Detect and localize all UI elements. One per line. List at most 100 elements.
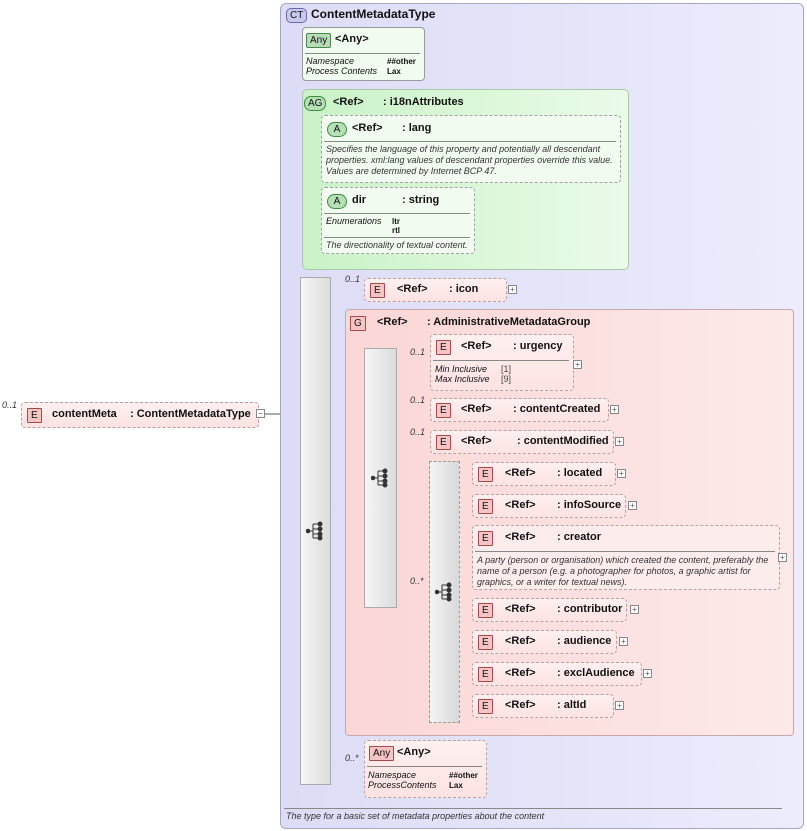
- info-source-element-box[interactable]: E <Ref> : infoSource: [472, 494, 626, 518]
- creator-separator: [475, 551, 775, 552]
- dir-type: : string: [402, 194, 440, 206]
- any-namespace-value: ##other: [387, 57, 416, 66]
- located-ref: <Ref>: [505, 467, 536, 479]
- content-created-element-box[interactable]: E <Ref> : contentCreated: [430, 398, 609, 422]
- attribute-badge: A: [327, 122, 347, 137]
- info-source-ref: <Ref>: [505, 499, 536, 511]
- located-name: : located: [557, 467, 603, 479]
- any2-separator: [367, 766, 482, 767]
- alt-id-element-box[interactable]: E <Ref> : altId: [472, 694, 614, 718]
- any-wildcard-box[interactable]: Any <Any> Namespace ##other Process Cont…: [302, 27, 425, 81]
- urgency-element-box[interactable]: E <Ref> : urgency Min Inclusive [1] Max …: [430, 334, 574, 391]
- lang-name: : lang: [402, 122, 432, 134]
- content-modified-cardinality: 0..1: [410, 427, 426, 437]
- expand-icon[interactable]: +: [628, 501, 637, 510]
- any2-cardinality: 0..*: [345, 753, 359, 763]
- content-created-ref: <Ref>: [461, 403, 492, 415]
- dir-enum-rtl: rtl: [392, 226, 400, 235]
- element-badge: E: [478, 699, 493, 714]
- element-badge: E: [370, 283, 385, 298]
- any2-wildcard-box[interactable]: Any <Any> Namespace ##other ProcessConte…: [364, 740, 487, 798]
- sequence-icon: [371, 468, 388, 488]
- lang-ref: <Ref>: [352, 122, 383, 134]
- icon-element-box[interactable]: E <Ref> : icon: [364, 278, 507, 302]
- expand-icon[interactable]: +: [630, 605, 639, 614]
- content-modified-element-box[interactable]: E <Ref> : contentModified: [430, 430, 614, 454]
- dir-documentation: The directionality of textual content.: [326, 240, 468, 250]
- alt-id-ref: <Ref>: [505, 699, 536, 711]
- contributor-ref: <Ref>: [505, 603, 536, 615]
- any-separator: [305, 53, 420, 54]
- located-element-box[interactable]: E <Ref> : located: [472, 462, 616, 486]
- alt-id-name: : altId: [557, 699, 587, 711]
- lang-documentation: Specifies the language of this property …: [326, 144, 613, 176]
- expand-icon[interactable]: +: [643, 669, 652, 678]
- complex-type-description: The type for a basic set of metadata pro…: [286, 811, 545, 821]
- expand-icon[interactable]: +: [508, 285, 517, 294]
- excl-audience-element-box[interactable]: E <Ref> : exclAudience: [472, 662, 642, 686]
- attribute-group-ref: <Ref>: [333, 96, 364, 108]
- group-ref: <Ref>: [377, 316, 408, 328]
- group-badge: G: [350, 316, 366, 331]
- content-modified-ref: <Ref>: [461, 435, 492, 447]
- sequence-compositor[interactable]: [300, 277, 331, 785]
- any-namespace-key: Namespace: [306, 56, 355, 66]
- urgency-min-value: [1]: [501, 364, 512, 374]
- element-badge: E: [436, 340, 451, 355]
- expand-icon[interactable]: +: [615, 437, 624, 446]
- creator-element-box[interactable]: E <Ref> : creator A party (person or org…: [472, 525, 780, 590]
- expand-icon[interactable]: +: [617, 469, 626, 478]
- expand-icon[interactable]: +: [619, 637, 628, 646]
- audience-ref: <Ref>: [505, 635, 536, 647]
- expand-icon[interactable]: +: [778, 553, 787, 562]
- root-cardinality: 0..1: [2, 400, 18, 410]
- any2-namespace-value: ##other: [449, 771, 478, 780]
- expand-icon[interactable]: +: [573, 360, 582, 369]
- content-created-name: : contentCreated: [513, 403, 601, 415]
- element-badge: E: [27, 408, 42, 423]
- complex-type-title: ContentMetadataType: [311, 7, 436, 21]
- element-badge: E: [436, 435, 451, 450]
- any-badge: Any: [369, 746, 395, 761]
- choice-compositor[interactable]: [429, 461, 460, 723]
- complex-type-badge: CT: [286, 8, 308, 23]
- lang-attribute-box[interactable]: A <Ref> : lang Specifies the language of…: [321, 115, 621, 183]
- audience-name: : audience: [557, 635, 612, 647]
- contributor-element-box[interactable]: E <Ref> : contributor: [472, 598, 627, 622]
- urgency-ref: <Ref>: [461, 340, 492, 352]
- attribute-group-name: : i18nAttributes: [383, 96, 464, 108]
- urgency-max-value: [9]: [501, 374, 512, 384]
- attribute-badge: A: [327, 194, 347, 209]
- urgency-min-key: Min Inclusive: [435, 364, 488, 374]
- excl-audience-name: : exclAudience: [557, 667, 635, 679]
- any-process-value: Lax: [387, 67, 401, 76]
- lang-separator: [324, 141, 616, 142]
- creator-name: : creator: [557, 531, 602, 543]
- collapse-toggle[interactable]: −: [256, 409, 265, 418]
- any2-namespace-key: Namespace: [368, 770, 417, 780]
- any-process-key: Process Contents: [306, 66, 378, 76]
- content-modified-name: : contentModified: [517, 435, 609, 447]
- expand-icon[interactable]: +: [615, 701, 624, 710]
- icon-ref: <Ref>: [397, 283, 428, 295]
- choice-icon: [435, 582, 452, 602]
- dir-name: dir: [352, 194, 367, 206]
- audience-element-box[interactable]: E <Ref> : audience: [472, 630, 617, 654]
- expand-icon[interactable]: +: [610, 405, 619, 414]
- dir-separator: [324, 213, 470, 214]
- info-source-name: : infoSource: [557, 499, 622, 511]
- element-badge: E: [478, 499, 493, 514]
- root-element-box[interactable]: E contentMeta : ContentMetadataType: [21, 402, 259, 428]
- dir-attribute-box[interactable]: A dir : string Enumerations ltr rtl The …: [321, 187, 475, 254]
- any2-label: <Any>: [397, 746, 431, 758]
- creator-ref: <Ref>: [505, 531, 536, 543]
- urgency-separator: [433, 360, 569, 361]
- attribute-group-badge: AG: [304, 96, 327, 111]
- element-badge: E: [478, 635, 493, 650]
- root-element-type: : ContentMetadataType: [130, 408, 251, 420]
- group-sequence-compositor[interactable]: [364, 348, 397, 608]
- group-name: : AdministrativeMetadataGroup: [427, 316, 591, 328]
- content-created-cardinality: 0..1: [410, 395, 426, 405]
- sequence-icon: [306, 521, 323, 541]
- any-label: <Any>: [335, 33, 369, 45]
